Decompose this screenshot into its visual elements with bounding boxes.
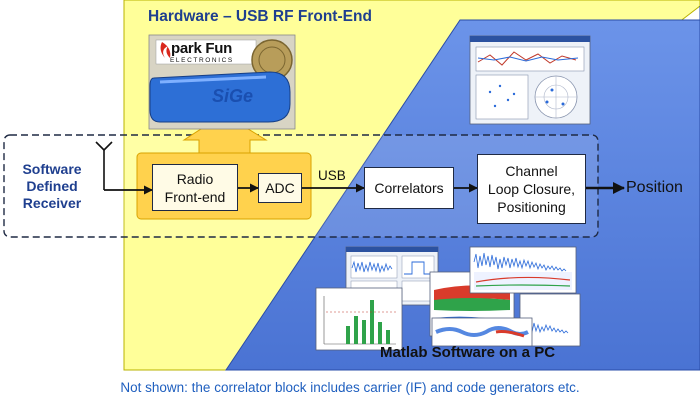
usb-stick-label: SiGe xyxy=(212,86,254,106)
channel-block-line-1: Channel xyxy=(505,163,558,179)
antenna-icon xyxy=(95,141,113,190)
sparkfun-flame-icon xyxy=(160,42,171,58)
screenshot-thumbnails xyxy=(315,35,591,351)
channel-block-line-3: Positioning xyxy=(497,199,566,215)
position-output-label: Position xyxy=(626,179,683,196)
radio-front-end-block: Radio Front-end xyxy=(152,164,238,211)
adc-label: ADC xyxy=(265,180,295,196)
caption: Not shown: the correlator block includes… xyxy=(120,380,580,395)
software-title: Matlab Software on a PC xyxy=(380,344,556,361)
sparkfun-logo-text: park Fun xyxy=(171,40,232,57)
receiver-label: Software Defined Receiver xyxy=(10,161,94,212)
channel-block: Channel Loop Closure, Positioning xyxy=(477,154,586,224)
correlators-block: Correlators xyxy=(364,167,454,209)
hardware-title: Hardware – USB RF Front-End xyxy=(148,8,372,25)
usb-stick-icon xyxy=(149,71,291,123)
receiver-label-line-3: Receiver xyxy=(22,195,82,211)
usb-device-photo xyxy=(148,34,296,130)
receiver-label-line-1: Software xyxy=(22,161,82,177)
channel-block-line-2: Loop Closure, xyxy=(487,181,576,197)
sparkfun-logo-subtext: ELECTRONICS xyxy=(170,57,234,64)
radio-block-line-2: Front-end xyxy=(164,188,226,205)
receiver-label-line-2: Defined xyxy=(26,178,78,194)
radio-block-line-1: Radio xyxy=(176,170,214,187)
correlators-label: Correlators xyxy=(374,180,444,196)
adc-block: ADC xyxy=(258,173,302,203)
usb-link-label: USB xyxy=(318,168,346,183)
